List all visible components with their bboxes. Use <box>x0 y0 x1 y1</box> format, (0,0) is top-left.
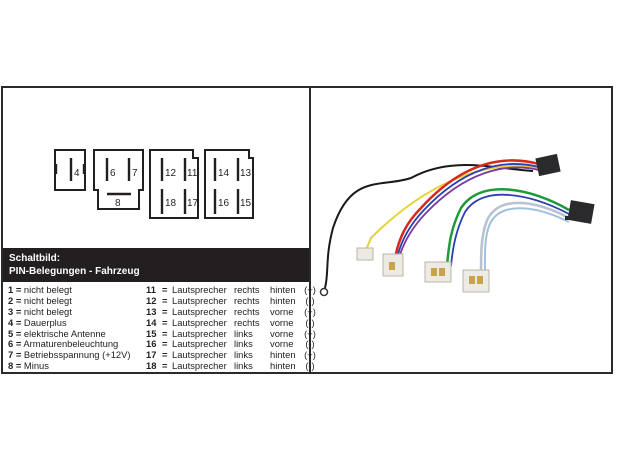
vehicle-connector-d <box>462 269 490 293</box>
pinout-panel: 4 6 7 8 12 11 18 17 14 13 16 15 Schaltbi… <box>3 88 316 374</box>
connector-pin-diagram: 4 6 7 8 12 11 18 17 14 13 16 15 <box>54 149 254 219</box>
pin-label-16: 16 <box>218 198 230 209</box>
vehicle-connector-c <box>424 261 452 283</box>
pin-row: 1 = nicht belegt <box>8 284 72 295</box>
pin-row: 5 = elektrische Antenne <box>8 327 106 339</box>
pin-row: 7 = Betriebsspannung (+12V) <box>8 349 131 361</box>
pinout-sheet: 4 6 7 8 12 11 18 17 14 13 16 15 Schaltbi… <box>1 86 613 374</box>
pin-label-6: 6 <box>110 168 116 179</box>
connector-b-outline <box>93 149 144 210</box>
pin-row: 8 = Minus <box>8 360 49 372</box>
wiring-harness-illustration <box>319 153 595 297</box>
pin-row: 3 = nicht belegt <box>8 305 72 317</box>
harness-photo-panel <box>311 88 611 372</box>
pin-list-left: 1 = nicht belegt 2 = nicht belegt 3 = ni… <box>8 284 131 372</box>
pin-row: 6 = Armaturenbeleuchtung <box>8 338 119 350</box>
connector-diagram: 4 6 7 8 12 11 18 17 14 13 16 15 <box>3 88 309 248</box>
ring-terminal-icon <box>319 287 329 297</box>
pin-label-15: 15 <box>240 198 252 209</box>
connector-d-outline <box>204 149 254 219</box>
pin-row: 4 = Dauerplus <box>8 316 67 328</box>
connector-c-outline <box>149 149 199 219</box>
pin-label-4: 4 <box>74 168 80 179</box>
header-title: Schaltbild: <box>9 253 61 264</box>
pinout-header: Schaltbild: PIN-Belegungen - Fahrzeug <box>3 248 309 282</box>
iso-connector-speaker <box>565 200 595 224</box>
pin-label-8: 8 <box>115 198 121 209</box>
pin-label-7: 7 <box>132 168 138 179</box>
pin-label-13: 13 <box>240 168 252 179</box>
pin-label-12: 12 <box>165 168 177 179</box>
vehicle-connector-a <box>356 247 374 261</box>
pin-assignment-list: 1 = nicht belegt 2 = nicht belegt 3 = ni… <box>3 284 316 374</box>
pin-label-18: 18 <box>165 198 177 209</box>
pin-label-11: 11 <box>187 168 198 179</box>
pin-row: 2 = nicht belegt <box>8 294 72 306</box>
header-subtitle: PIN-Belegungen - Fahrzeug <box>9 266 140 277</box>
vehicle-connector-b <box>382 253 404 277</box>
pin-label-17: 17 <box>187 198 199 209</box>
iso-connector-power <box>535 153 561 177</box>
pin-label-14: 14 <box>218 168 230 179</box>
